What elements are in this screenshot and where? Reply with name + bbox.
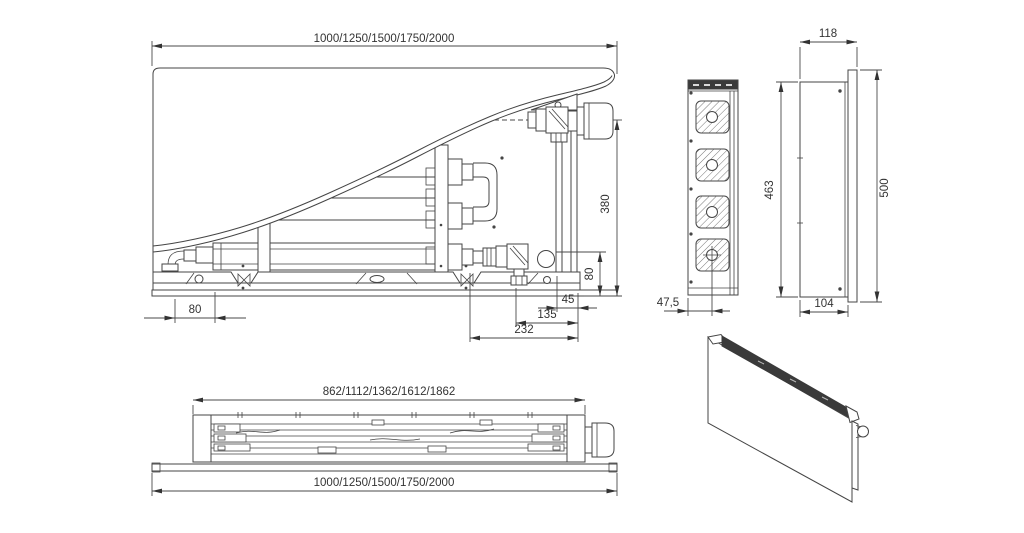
base-rail <box>152 252 581 290</box>
side-view: 118 500 104 <box>797 28 891 317</box>
perspective-view <box>707 333 869 503</box>
top-view: 862/1112/1362/1612/1862 <box>151 386 618 496</box>
support-bracket <box>257 221 271 273</box>
top-total-dimension: 1000/1250/1500/1750/2000 <box>151 473 618 496</box>
cover-panel <box>152 67 616 253</box>
end-cap-right <box>845 405 860 424</box>
back-panel-3d <box>851 420 859 491</box>
front-dimensions: 1000/1250/1500/1750/2000 380 80 80 45 <box>144 33 622 342</box>
tube-blocks <box>689 91 730 284</box>
dim-valve-to-edge: 45 <box>562 294 575 306</box>
dim-total-width: 1000/1250/1500/1750/2000 <box>314 477 455 489</box>
bottom-tube-row <box>212 242 438 271</box>
dim-left-offset: 80 <box>189 304 202 316</box>
panel-hole <box>537 250 555 268</box>
side-dimensions: 118 500 104 <box>799 28 891 317</box>
dim-connection-drop: 80 <box>584 268 596 281</box>
knob-3d <box>855 425 869 438</box>
thermostat-knob-top <box>584 422 615 458</box>
dim-total-depth: 118 <box>819 28 837 40</box>
grille-details <box>213 419 565 454</box>
grille-3d-dashes <box>757 360 829 401</box>
thermostat-head <box>583 102 614 140</box>
thermostat-head-flange <box>576 106 585 136</box>
dim-connection-height: 380 <box>600 194 612 213</box>
stub-fittings <box>447 158 474 271</box>
dim-drain-to-edge: 135 <box>537 309 556 321</box>
top-core-dimension: 862/1112/1362/1612/1862 <box>192 386 586 414</box>
dim-body-height: 463 <box>764 180 776 199</box>
back-panel <box>847 69 858 303</box>
heat-exchanger-internals <box>151 92 618 297</box>
dim-connection-to-edge: 232 <box>514 324 533 336</box>
grille-body <box>192 414 586 463</box>
dim-core-width: 862/1112/1362/1612/1862 <box>323 386 456 398</box>
dim-total-height: 500 <box>879 178 891 197</box>
left-elbow-fitting <box>161 246 214 272</box>
dim-front-width: 1000/1250/1500/1750/2000 <box>314 33 455 45</box>
grille-slats <box>211 423 567 455</box>
section-body <box>687 79 739 296</box>
u-bend-pipe <box>473 156 504 229</box>
section-top-grille <box>688 80 738 90</box>
lower-valve <box>472 243 529 286</box>
side-body <box>799 81 849 298</box>
dim-tube-center-offset: 47,5 <box>657 297 679 309</box>
body-height-dimension: 463 <box>764 81 798 298</box>
cover-edge-curve <box>152 75 613 247</box>
section-dimensions: 47,5 <box>657 263 730 316</box>
section-view: 47,5 463 <box>657 79 798 316</box>
base-plate <box>151 289 618 297</box>
top-valve-assembly <box>527 93 614 143</box>
panel-3d <box>707 336 853 503</box>
floor-plate <box>151 463 618 472</box>
header-column <box>425 144 449 273</box>
front-cover <box>152 67 616 253</box>
dim-body-depth: 104 <box>814 298 834 310</box>
front-view: 1000/1250/1500/1750/2000 380 80 80 45 <box>144 33 622 342</box>
fin-ticks <box>237 412 533 418</box>
